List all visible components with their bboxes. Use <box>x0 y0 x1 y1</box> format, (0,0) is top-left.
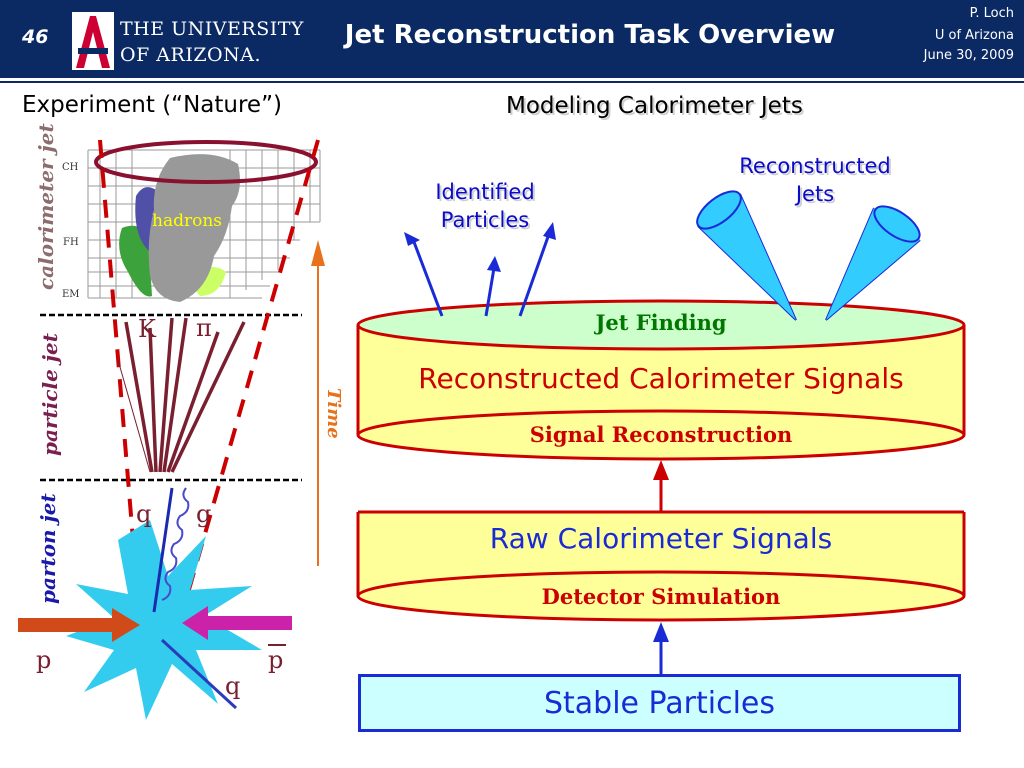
slide-number: 46 <box>22 26 49 48</box>
modeling-title: Modeling Calorimeter Jets <box>506 93 803 119</box>
raw-calorimeter-signals-label: Raw Calorimeter Signals <box>489 522 833 555</box>
antiproton-beam-arrow <box>182 606 292 640</box>
identified-particles-label: Identified Particles <box>435 180 535 232</box>
header-band <box>0 0 1024 78</box>
gluon-label: g <box>196 500 212 528</box>
outgoing-quark-label: q <box>225 672 241 700</box>
ch-layer-label: CH <box>62 162 79 173</box>
thin-track <box>117 359 151 473</box>
page-title: Jet Reconstruction Task Overview <box>344 20 836 50</box>
proton-label: p <box>36 646 52 674</box>
experiment-title: Experiment (“Nature”) <box>22 92 282 118</box>
gluon-curl <box>161 487 190 601</box>
hadrons-label: hadrons <box>152 211 223 231</box>
particle-tracks <box>124 317 246 473</box>
antiproton-bar <box>268 644 286 646</box>
header-divider-lower <box>0 81 1024 83</box>
reconstructed-signals-cylinder <box>356 299 966 461</box>
em-layer-label: EM <box>62 289 80 300</box>
stable-particles-label: Stable Particles <box>543 685 776 721</box>
quark-label: q <box>136 500 152 528</box>
arrow-raw-to-reco-head <box>653 460 669 480</box>
jet-ring <box>94 140 318 184</box>
date: June 30, 2009 <box>923 48 1014 63</box>
quark-line <box>152 487 174 613</box>
arrow-stable-to-raw-head <box>653 622 669 642</box>
header-divider <box>0 78 1024 81</box>
reconstructed-jet-cones <box>696 190 921 321</box>
stable-particles-box: Stable Particles <box>358 674 961 732</box>
signal-reconstruction-label: Signal Reconstruction <box>529 422 793 447</box>
hadron-blob-gray <box>148 154 240 302</box>
author: P. Loch <box>969 6 1014 21</box>
pion-label: π <box>196 314 212 342</box>
cone-edge-left <box>98 139 140 601</box>
affiliation: U of Arizona <box>934 28 1014 43</box>
university-name-line2: OF ARIZONA. <box>120 44 261 66</box>
jet-finding-label: Jet Finding <box>595 310 727 335</box>
proton-beam-arrow <box>18 608 140 642</box>
reconstructed-calorimeter-signals-label: Reconstructed Calorimeter Signals <box>418 362 904 395</box>
collision-star <box>66 520 262 720</box>
time-label: Time <box>323 388 344 439</box>
reconstructed-jets-label: Reconstructed Jets <box>739 154 891 206</box>
time-arrow-head <box>311 240 325 266</box>
antiproton-label: p <box>268 646 284 674</box>
identified-particle-arrows <box>404 222 556 317</box>
kaon-label: K <box>138 315 156 343</box>
raw-signals-cylinder <box>356 510 966 622</box>
cone-edge-right <box>184 139 320 601</box>
detector-simulation-label: Detector Simulation <box>541 584 781 609</box>
university-name-line1: THE UNIVERSITY <box>120 18 304 40</box>
fh-layer-label: FH <box>63 237 79 248</box>
outgoing-quark-line <box>160 638 238 710</box>
